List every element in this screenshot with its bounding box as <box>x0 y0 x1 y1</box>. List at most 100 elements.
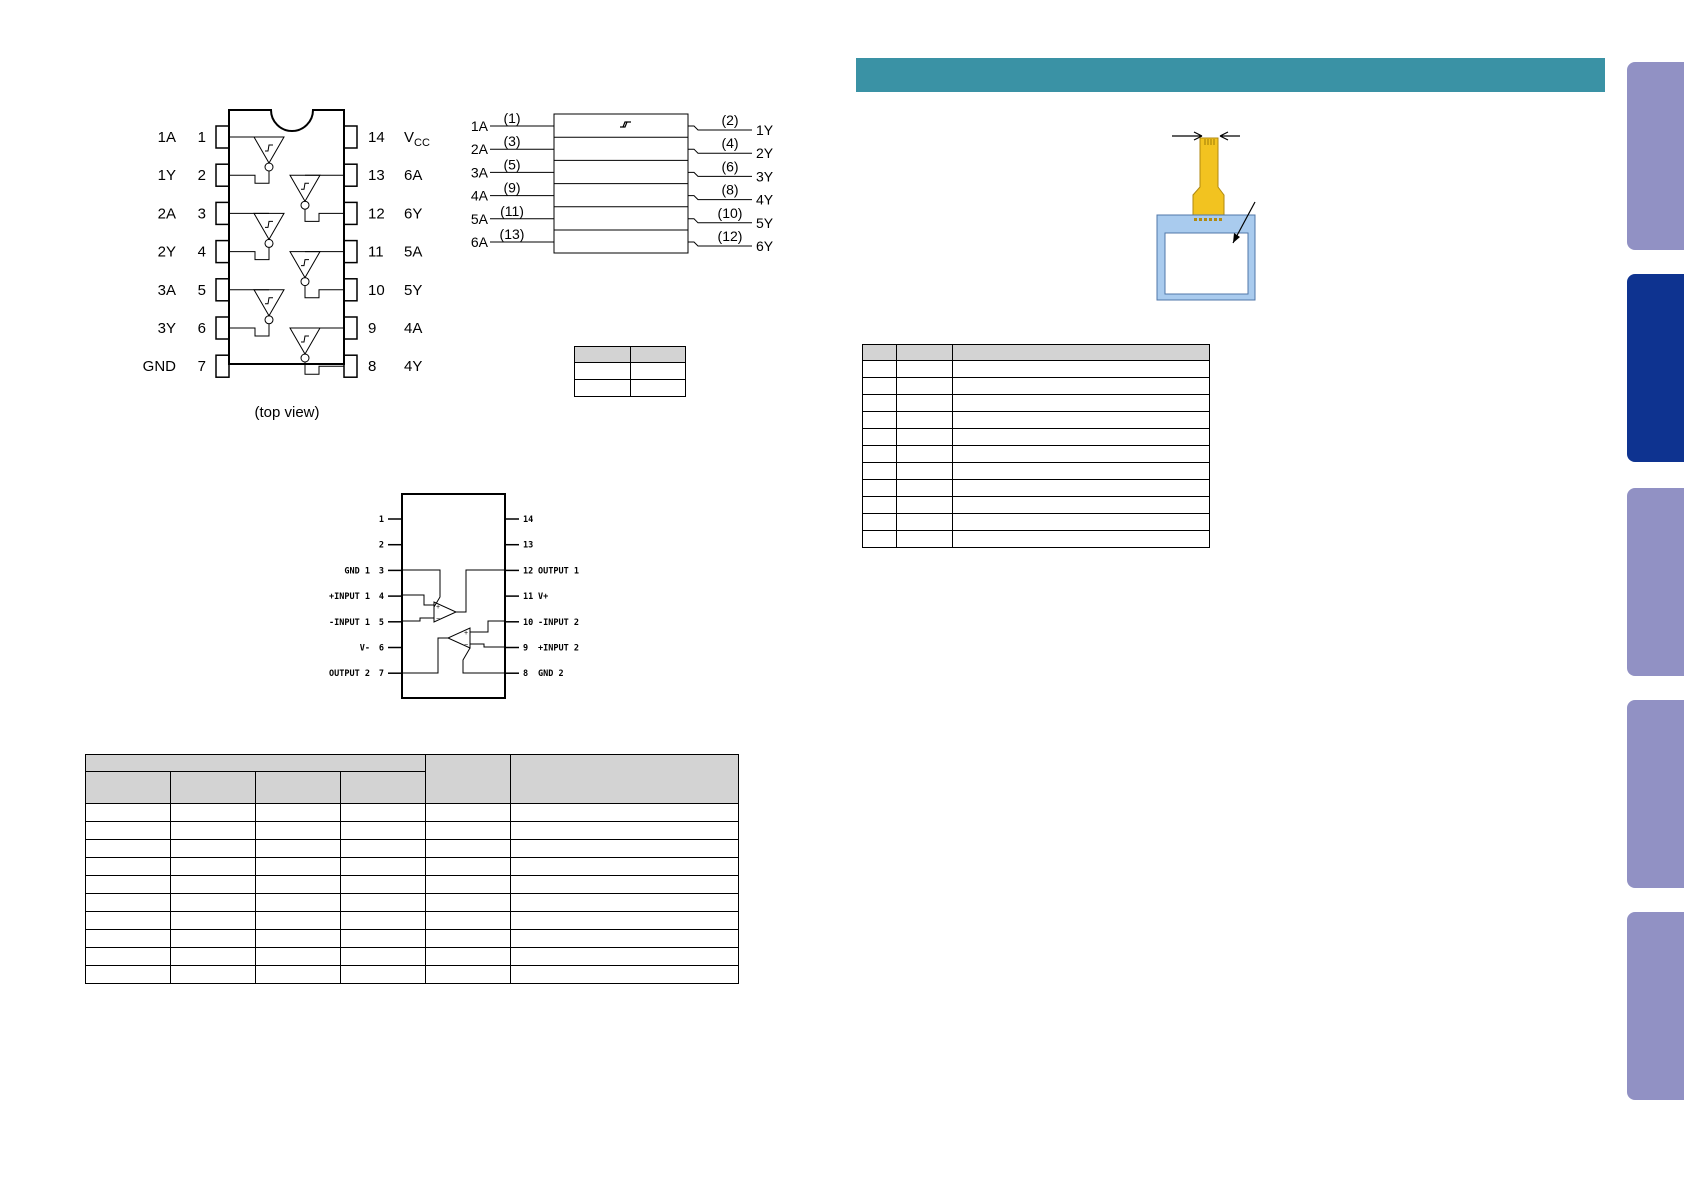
opamp-pin-name: V+ <box>538 592 548 602</box>
pin-table-left <box>85 754 739 984</box>
inverter-pin-name: 3Y <box>158 320 176 337</box>
inverter-right-pin-13 <box>343 163 358 187</box>
ic-body <box>228 109 345 365</box>
logic-input-name: 6A <box>471 234 489 250</box>
logic-input-pin: (1) <box>503 110 520 126</box>
side-tab-3[interactable] <box>1627 488 1684 676</box>
opamp-pin-number: 12 <box>523 566 533 576</box>
opamp-pin-number: 13 <box>523 541 533 551</box>
inverter-pin-name: 5A <box>404 244 422 261</box>
inverter-pin-number: 13 <box>368 167 385 184</box>
opamp-pin-number: 8 <box>523 669 528 679</box>
inverter-pin-name: 6Y <box>404 205 422 222</box>
inverter-logic-symbol: 1A (1) 2A (3) 3A (5) 4A (9) 5A (11) 6A (13) 1Y (2) 2Y (… <box>471 110 774 254</box>
inverter-pin-number: 7 <box>198 358 206 375</box>
opamp-pin-name: OUTPUT 2 <box>329 669 370 679</box>
logic-input-name: 5A <box>471 211 489 227</box>
inverter-pin-number: 12 <box>368 205 385 222</box>
logic-input-pin: (3) <box>503 133 520 149</box>
opamp-ic-body <box>401 493 506 699</box>
opamp-pin-number: 10 <box>523 618 533 628</box>
opamp-pin-name: GND 2 <box>538 669 564 679</box>
side-tab-4[interactable] <box>1627 700 1684 888</box>
inverter-right-pin-12 <box>343 201 358 226</box>
logic-input-pin: (13) <box>500 226 525 242</box>
inverter-pin-name: GND <box>143 358 177 375</box>
opamp-pin-number: 6 <box>379 644 384 654</box>
inverter-right-pin-9 <box>343 316 358 340</box>
inverter-pin-number: 6 <box>198 320 206 337</box>
inverter-pin-name: 5Y <box>404 282 422 299</box>
logic-output-pin: (2) <box>721 112 738 128</box>
inverter-pin-name: 2Y <box>158 244 176 261</box>
opamp-pin-number: 7 <box>379 669 384 679</box>
lcd-module-illustration <box>1156 131 1256 301</box>
logic-output-name: 3Y <box>756 168 774 184</box>
opamp-pin-name: -INPUT 2 <box>538 618 579 628</box>
side-tab-2-active[interactable] <box>1627 274 1684 462</box>
inverter-pin-name: 4Y <box>404 358 422 375</box>
opamp-pin-name: +INPUT 1 <box>329 592 370 602</box>
opamp-pin-name: V- <box>360 644 370 654</box>
logic-input-pin: (9) <box>503 180 520 196</box>
lcd-screen <box>1164 232 1249 295</box>
inverter-left-pin-3 <box>215 201 230 226</box>
inverter-pin-number: 14 <box>368 129 385 146</box>
inverter-gate-L1 <box>253 136 285 172</box>
inverter-pin-number: 1 <box>198 129 206 146</box>
logic-output-name: 4Y <box>756 192 774 208</box>
logic-output-name: 5Y <box>756 215 774 231</box>
inverter-left-pin-7 <box>215 354 230 378</box>
logic-output-name: 6Y <box>756 238 774 254</box>
logic-output-name: 1Y <box>756 122 774 138</box>
opamp-pin-number: 9 <box>523 644 528 654</box>
side-tab-1[interactable] <box>1627 62 1684 250</box>
inverter-left-pin-2 <box>215 163 230 187</box>
inverter-pin-number: 3 <box>198 205 206 222</box>
inverter-pin-name: VCC <box>404 129 430 149</box>
opamp-pin-number: 2 <box>379 541 384 551</box>
opamp-pin-name: -INPUT 1 <box>329 618 370 628</box>
logic-input-name: 2A <box>471 141 489 157</box>
side-tab-5[interactable] <box>1627 912 1684 1100</box>
inverter-pin-name: 1A <box>158 129 176 146</box>
opamp-pin-number: 14 <box>523 515 533 525</box>
logic-output-pin: (10) <box>718 205 743 221</box>
svg-text:−: − <box>436 616 440 623</box>
small-table <box>574 346 686 397</box>
inverter-pin-number: 4 <box>198 244 206 261</box>
inverter-gate-L2 <box>253 212 285 248</box>
inverter-left-pin-1 <box>215 125 230 149</box>
opamp-pin-number: 11 <box>523 592 533 602</box>
logic-output-name: 2Y <box>756 145 774 161</box>
inverter-pin-number: 11 <box>368 244 384 261</box>
svg-text:+: + <box>436 604 440 611</box>
inverter-pin-name: 1Y <box>158 167 176 184</box>
logic-input-pin: (5) <box>503 156 520 172</box>
logic-input-name: 4A <box>471 188 489 204</box>
opamp-pin-name: GND 1 <box>344 566 370 576</box>
opamp-pin-number: 3 <box>379 566 384 576</box>
inverter-pin-name: 4A <box>404 320 422 337</box>
logic-input-pin: (11) <box>500 203 524 219</box>
logic-input-name: 3A <box>471 164 489 180</box>
inverter-pin-name: 2A <box>158 205 176 222</box>
inverter-pin-number: 5 <box>198 282 206 299</box>
inverter-gate-R3 <box>289 327 321 363</box>
inverter-pin-name: 6A <box>404 167 422 184</box>
inverter-right-pin-11 <box>343 239 358 264</box>
top-view-label: (top view) <box>254 404 319 421</box>
svg-text:+: + <box>464 630 468 637</box>
logic-output-pin: (12) <box>718 228 743 244</box>
logic-output-pin: (4) <box>721 135 738 151</box>
logic-input-name: 1A <box>471 118 489 134</box>
svg-text:−: − <box>464 642 468 649</box>
logic-output-pin: (8) <box>721 182 738 198</box>
inverter-pin-number: 10 <box>368 282 385 299</box>
inverter-pin-name: 3A <box>158 282 176 299</box>
section-header-bar <box>856 58 1605 92</box>
flex-cable <box>1192 137 1225 216</box>
opamp-pin-name: OUTPUT 1 <box>538 566 579 576</box>
